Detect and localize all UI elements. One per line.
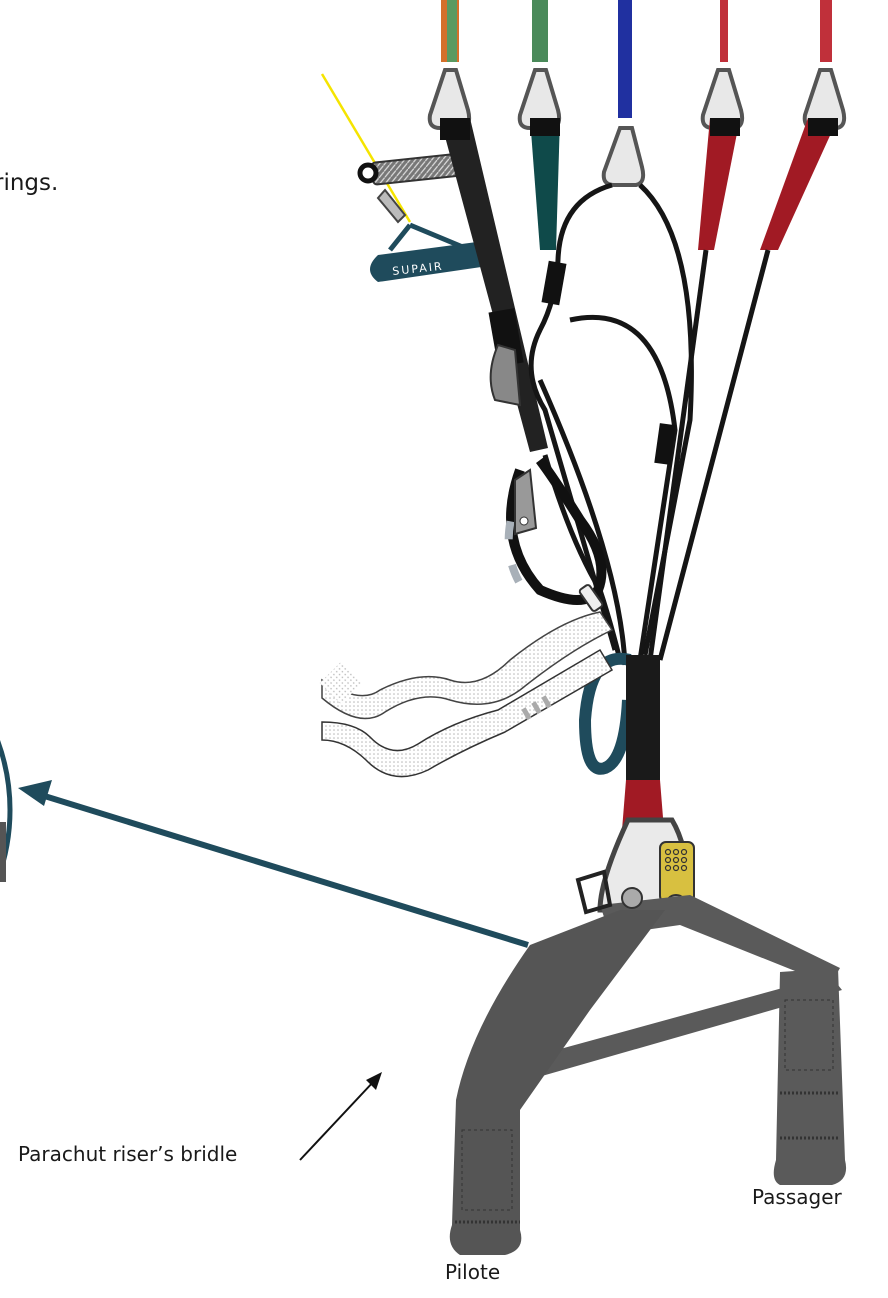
- brand-logo-text: SUPAIR: [392, 260, 444, 278]
- intro-text-fragment: rings.: [0, 170, 59, 196]
- bridle-marks: [521, 695, 552, 721]
- zoom-callout: [0, 740, 13, 882]
- carabiner-icon: [601, 126, 646, 187]
- sleeves: [488, 260, 676, 465]
- top-carabiners: [427, 68, 847, 187]
- bridle-strap-final: [321, 648, 614, 778]
- riser-lines: [528, 182, 771, 666]
- arrow-icon: [18, 780, 529, 948]
- suspension-lines: [441, 0, 832, 118]
- risers: [440, 118, 838, 452]
- speed-bar-handle-icon: SUPAIR: [370, 240, 500, 282]
- pilote-label: Pilote: [445, 1260, 501, 1284]
- trimmer-area: [504, 457, 607, 612]
- parachute-bridle: [321, 611, 643, 915]
- spreader-straps: [449, 895, 847, 1255]
- passager-label: Passager: [752, 1185, 842, 1209]
- main-strap: [622, 655, 664, 830]
- bridle-label: Parachut riser’s bridle: [18, 1142, 238, 1166]
- speed-system: SUPAIR: [320, 73, 500, 282]
- bridle-leader: [299, 1072, 382, 1161]
